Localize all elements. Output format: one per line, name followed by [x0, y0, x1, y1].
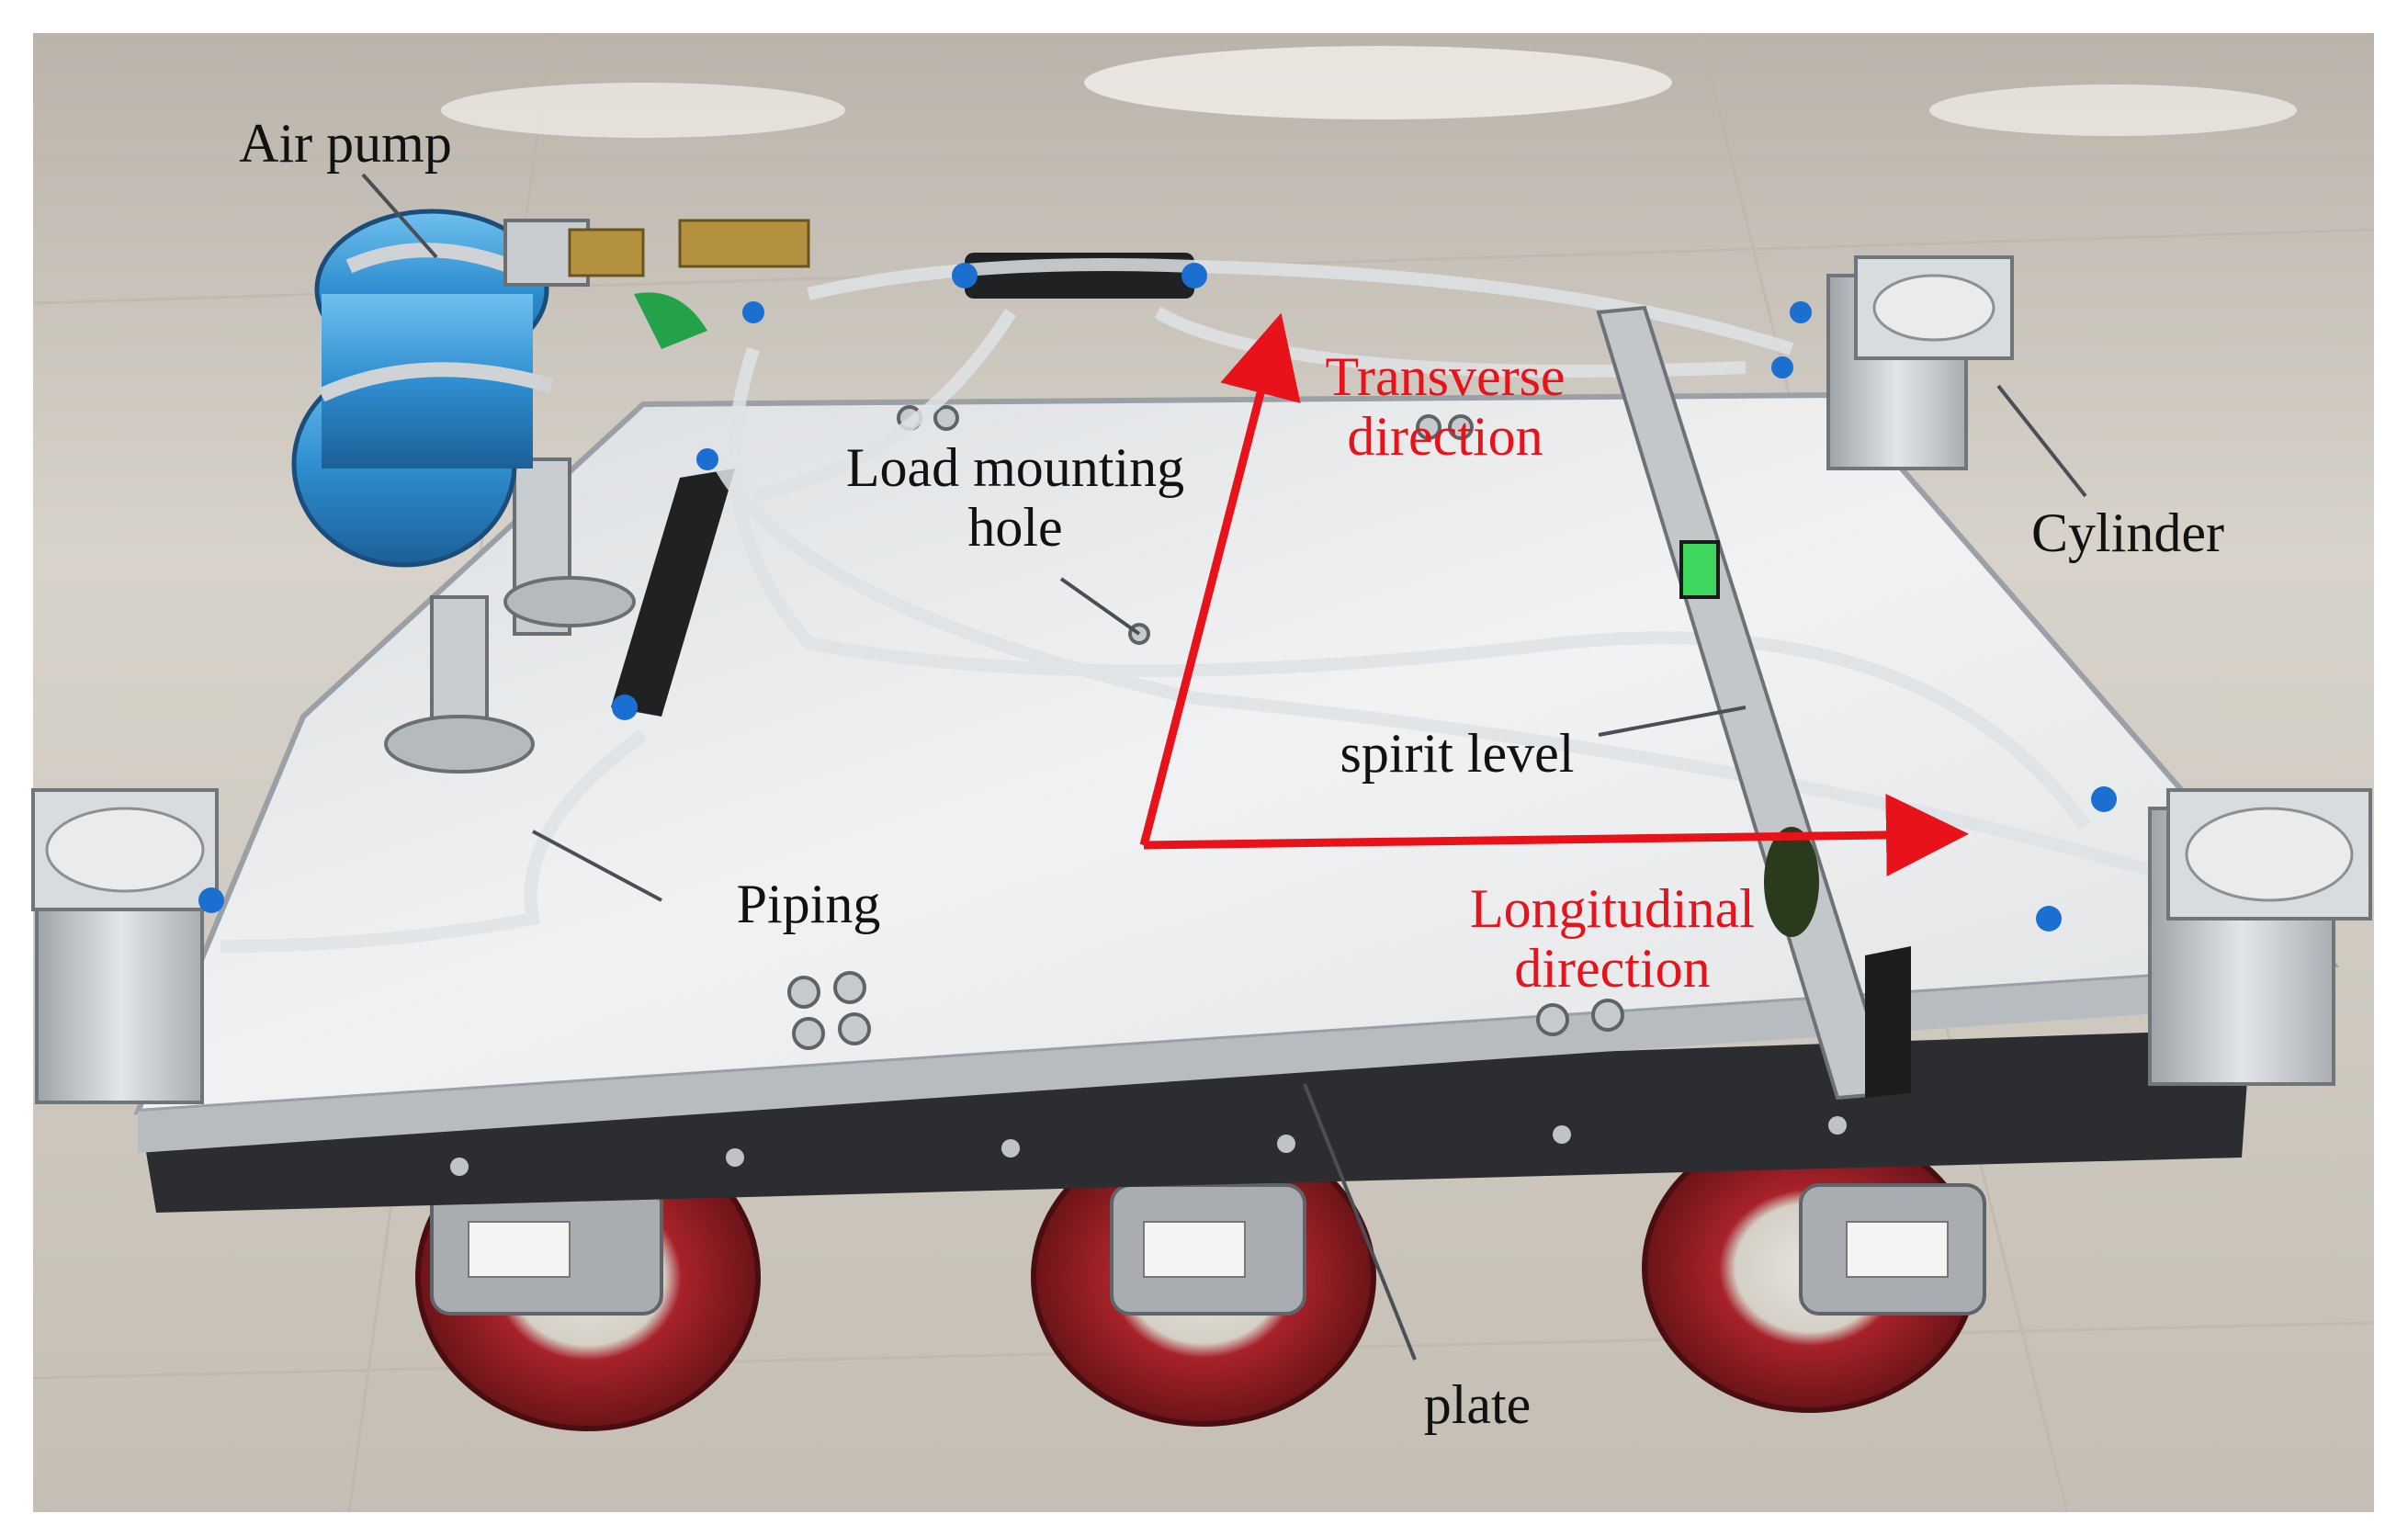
- floor-light-reflection: [1084, 46, 1672, 119]
- manifold-side: [611, 469, 735, 717]
- label-transverse-line-2: direction: [1347, 405, 1543, 467]
- label-spirit-level: spirit level: [1340, 723, 1575, 784]
- air-pump: [291, 209, 810, 774]
- label-load-mounting-line-1: Load mounting: [845, 437, 1185, 498]
- label-air-pump: Air pump: [239, 113, 452, 174]
- floor-light-reflection: [1929, 85, 2297, 136]
- label-longitudinal-direction: Longitudinal direction: [1470, 879, 1755, 999]
- label-transverse-line-1: Transverse: [1325, 346, 1566, 407]
- label-longitudinal-line-1: Longitudinal: [1470, 878, 1755, 939]
- label-load-mounting-line-2: hole: [967, 496, 1063, 558]
- cylinder-left: [31, 788, 219, 1104]
- chassis-bolts: [450, 1116, 1847, 1176]
- floor-light-reflection: [441, 83, 845, 138]
- label-plate: plate: [1423, 1374, 1532, 1435]
- cylinder-top-right: [1826, 255, 2014, 470]
- label-cylinder: Cylinder: [2031, 503, 2224, 563]
- label-piping: Piping: [736, 874, 881, 934]
- blue-fittings: [198, 263, 2117, 932]
- label-transverse-direction: Transverse direction: [1325, 347, 1565, 467]
- spirit-level: [1596, 305, 1911, 1101]
- wheel-middle: [1031, 1127, 1376, 1427]
- direction-axes: [1139, 312, 1969, 876]
- longitudinal-arrow: [1143, 793, 1969, 876]
- plate-front-edge: [138, 965, 2334, 1153]
- chassis-frame: [138, 1029, 2251, 1213]
- cylinder-right: [2148, 788, 2372, 1086]
- leader-lines: [361, 173, 2087, 1361]
- transverse-arrow: [1139, 312, 1301, 847]
- label-load-mounting-hole: Load mounting hole: [846, 438, 1184, 558]
- label-longitudinal-line-2: direction: [1514, 937, 1711, 999]
